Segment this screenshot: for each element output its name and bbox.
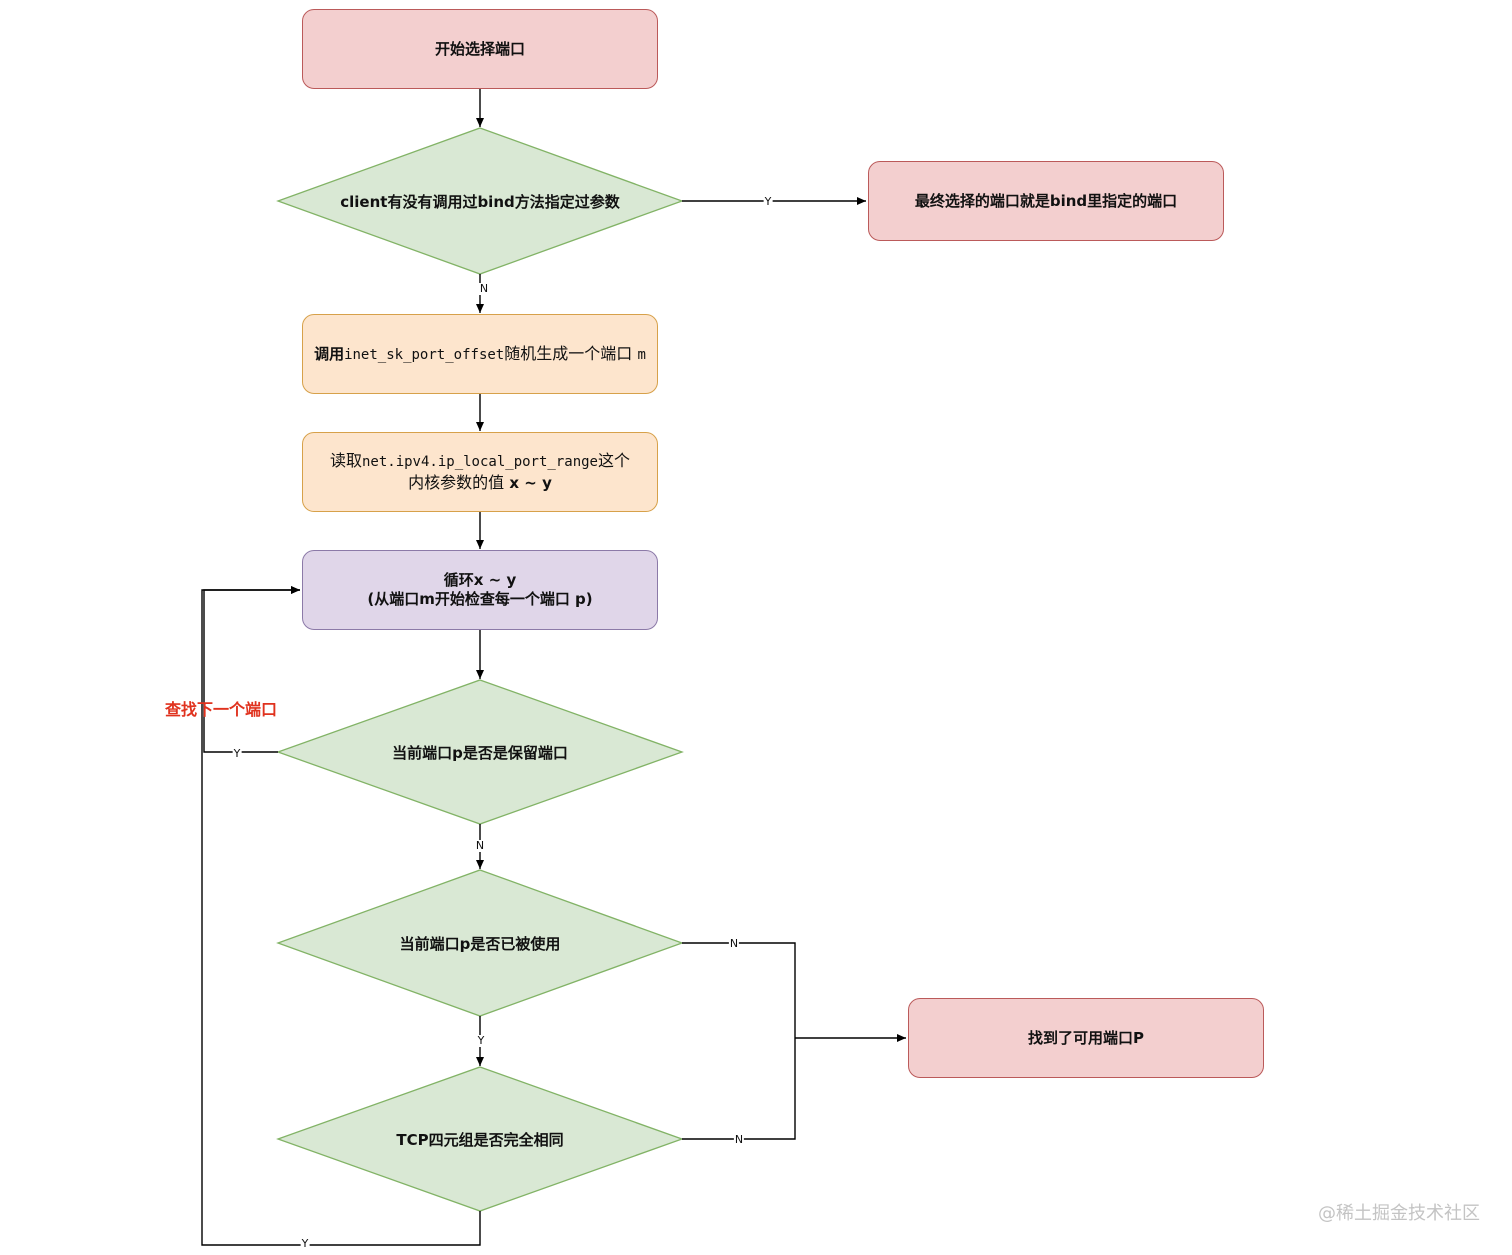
offset-function-code: inet_sk_port_offset xyxy=(344,346,505,363)
decision-reserved-label: 当前端口p是否是保留端口 xyxy=(392,743,568,762)
edge-label-reserved-no: N xyxy=(474,839,486,852)
range-prefix: 读取 xyxy=(329,451,362,471)
edge-label-used-yes: Y xyxy=(476,1034,486,1047)
range-var: x ~ y xyxy=(509,474,552,493)
loop-line2: (从端口m开始检查每一个端口 p) xyxy=(367,590,593,608)
offset-suffix: 随机生成一个端口 xyxy=(504,343,633,363)
start-node: 开始选择端口 xyxy=(302,9,658,89)
decision-bind-label: client有没有调用过bind方法指定过参数 xyxy=(340,192,620,211)
bind-result-label: 最终选择的端口就是bind里指定的端口 xyxy=(914,191,1178,210)
edge-label-bind-yes: Y xyxy=(763,195,773,208)
watermark: @稀土掘金技术社区 xyxy=(1318,1203,1480,1224)
edge-label-tuple-no: N xyxy=(733,1133,745,1146)
edge-label-reserved-yes: Y xyxy=(232,747,242,760)
random-offset-node: 调用inet_sk_port_offset随机生成一个端口 m xyxy=(302,314,658,394)
found-label: 找到了可用端口P xyxy=(1028,1028,1144,1047)
edge-reserved-yes xyxy=(203,586,300,753)
edge-label-used-no: N xyxy=(728,937,740,950)
offset-var: m xyxy=(637,346,646,363)
decision-tuple-label: TCP四元组是否完全相同 xyxy=(396,1130,564,1149)
offset-prefix: 调用 xyxy=(314,344,345,363)
loop-annotation: 查找下一个端口 xyxy=(165,700,278,719)
edge-tuple-no xyxy=(682,1038,796,1140)
start-node-label: 开始选择端口 xyxy=(434,39,525,58)
loop-node: 循环x ~ y (从端口m开始检查每一个端口 p) xyxy=(302,550,658,630)
bind-result-node: 最终选择的端口就是bind里指定的端口 xyxy=(868,161,1224,241)
decision-used-label: 当前端口p是否已被使用 xyxy=(399,934,561,953)
found-node: 找到了可用端口P xyxy=(908,998,1264,1078)
range-param-code: net.ipv4.ip_local_port_range xyxy=(361,454,598,471)
edge-label-tuple-yes: Y xyxy=(300,1237,310,1250)
edge-used-no xyxy=(682,942,796,1038)
edge-tuple-yes xyxy=(201,586,481,1246)
range-line2: 内核参数的值 xyxy=(408,473,505,493)
edge-label-bind-no: N xyxy=(478,282,490,295)
read-range-node: 读取net.ipv4.ip_local_port_range这个 内核参数的值 … xyxy=(302,432,658,512)
range-suffix: 这个 xyxy=(598,451,631,471)
loop-line1: 循环x ~ y xyxy=(443,571,517,590)
